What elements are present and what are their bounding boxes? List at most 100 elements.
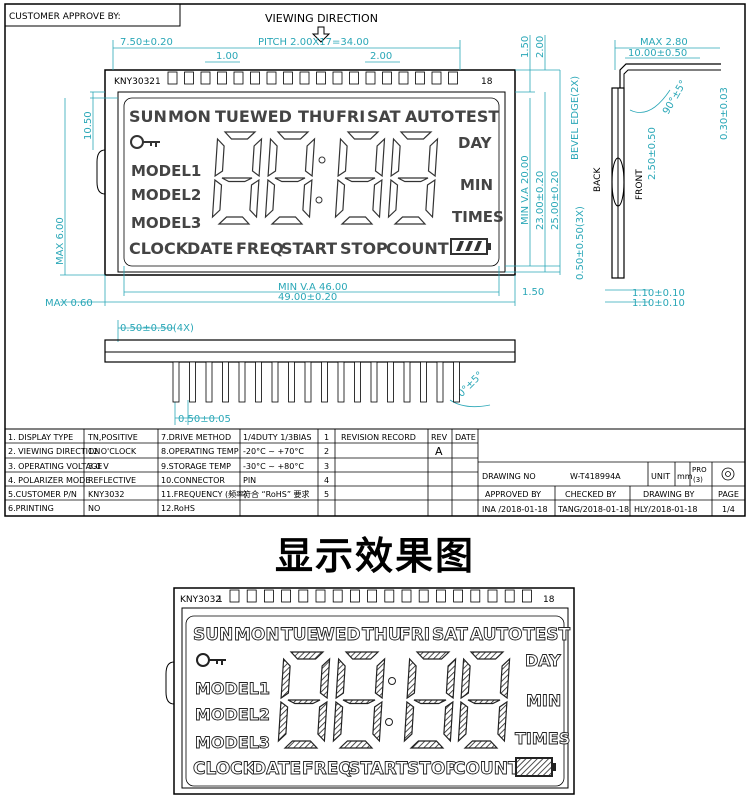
pin	[299, 71, 310, 85]
effect-pin	[522, 589, 532, 603]
spec-cell: 6.PRINTING	[8, 504, 54, 513]
dim-150-top: 1.50	[520, 36, 531, 58]
effect-pin	[435, 589, 446, 603]
digit-segment	[264, 178, 276, 219]
digit-segment	[223, 131, 257, 140]
spec-cell: 12 O'CLOCK	[88, 447, 137, 456]
pin	[184, 71, 194, 85]
digit-segment	[280, 657, 291, 700]
bottom-label-2: FREQ	[236, 239, 284, 258]
digit-2	[334, 131, 386, 225]
bottom-view	[104, 339, 516, 403]
digit-segment	[445, 657, 457, 700]
checked-by-label: CHECKED BY	[565, 490, 616, 499]
digit-segment	[337, 137, 348, 178]
digit-segment	[249, 178, 260, 219]
rev-header: REV	[431, 433, 448, 442]
digit-0	[211, 131, 263, 225]
effect-digit-3	[457, 651, 511, 749]
effect-right-label-0: DAY	[525, 651, 561, 670]
effect-pin	[487, 589, 498, 603]
pin	[415, 71, 425, 85]
bottom-pin	[420, 361, 427, 403]
effect-pin	[470, 589, 481, 603]
dim-1050: 10.50	[83, 111, 94, 140]
dimension-lines	[60, 35, 720, 425]
bottom-pin	[288, 361, 295, 403]
page-label: PAGE	[718, 490, 739, 499]
dim-050-4x: 0.50±0.50(4X)	[120, 323, 194, 334]
effect-bottom-label-5: COUNT	[453, 759, 520, 779]
digit-segment	[415, 651, 451, 660]
digit-segment	[413, 699, 447, 705]
rev-num: 4	[324, 476, 329, 485]
digit-segment	[344, 177, 376, 183]
effect-pin	[349, 589, 360, 603]
rev-num: 3	[324, 462, 329, 471]
pin-first-label: 1	[155, 77, 161, 87]
bottom-pin	[403, 361, 411, 403]
bottom-label-1: DATE	[187, 239, 233, 258]
unit-label: UNIT	[651, 472, 670, 481]
dim-050-005: 0.50±0.05	[178, 414, 231, 425]
effect-day-label-0: SUN	[193, 625, 233, 645]
effect-day-label-5: FRI	[399, 625, 430, 645]
digit-segment	[251, 137, 263, 178]
model-label-2: MODEL3	[131, 214, 201, 232]
effect-key-icon	[196, 653, 226, 667]
digit-segment	[342, 699, 376, 705]
customer-approve-label: CUSTOMER APPROVE BY:	[9, 12, 121, 22]
effect-bottom-label-3: START	[348, 759, 408, 779]
effect-right-label-1: MIN	[526, 691, 561, 710]
effect-pin	[229, 589, 240, 603]
digit-segment	[217, 216, 251, 225]
spec-cell: 3. OPERATING VOLTAGE	[8, 462, 102, 471]
dim-2500: 25.00±0.20	[550, 171, 561, 230]
customer-box	[4, 3, 181, 27]
spec-cell: -20°C ~ +70°C	[243, 447, 304, 456]
effect-pin	[263, 589, 274, 603]
dim-150-bot: 1.50	[522, 287, 544, 298]
digit-segment	[289, 651, 325, 660]
effect-pin	[418, 589, 429, 603]
projection-icon	[721, 467, 735, 481]
dimension-labels: 7.50±0.20 PITCH 2.00X17=34.00 1.00 2.00 …	[45, 36, 730, 425]
pin	[217, 71, 227, 85]
viewing-direction-label: VIEWING DIRECTION	[265, 12, 378, 25]
spec-cell: 10.CONNECTOR	[161, 476, 225, 485]
effect-pin	[315, 589, 326, 603]
pin	[448, 71, 458, 85]
bottom-pin	[370, 361, 378, 403]
effect-colon-dot	[385, 718, 393, 726]
bottom-pin	[436, 361, 444, 403]
day-label-8: TEST	[455, 107, 499, 126]
digit-segment	[319, 657, 331, 700]
bottom-label-4: STOP	[340, 239, 388, 258]
approved-value: INA /2018-01-18	[482, 505, 548, 514]
effect-bottom-label-0: CLOCK	[193, 759, 257, 779]
pin	[266, 71, 277, 85]
bottom-label-5: COUNT	[386, 239, 449, 258]
spec-cell: 1/4DUTY 1/3BIAS	[243, 433, 311, 442]
spec-cell: NO	[88, 504, 100, 513]
digit-segment	[211, 178, 223, 219]
effect-battery-icon	[515, 757, 556, 777]
display-effect-title: 显示效果图	[274, 534, 475, 578]
digit-segment	[399, 131, 433, 140]
dim-250: 2.50±0.50	[647, 127, 658, 180]
digit-segment	[387, 178, 399, 219]
digit-segment	[344, 651, 380, 660]
digit-segment	[457, 700, 469, 743]
dim-110b: 1.10±0.10	[632, 298, 685, 309]
dim-110a: 1.10±0.10	[632, 288, 685, 299]
digit-segment	[283, 740, 319, 749]
bottom-pin	[453, 361, 460, 403]
spec-cell: 8.OPERATING TEMP	[161, 447, 239, 456]
drawing-no: W-T418994A	[570, 472, 621, 481]
bottom-pin	[172, 361, 180, 403]
effect-pin-last: 18	[543, 595, 555, 605]
effect-pin	[281, 589, 292, 603]
pin	[365, 71, 376, 85]
